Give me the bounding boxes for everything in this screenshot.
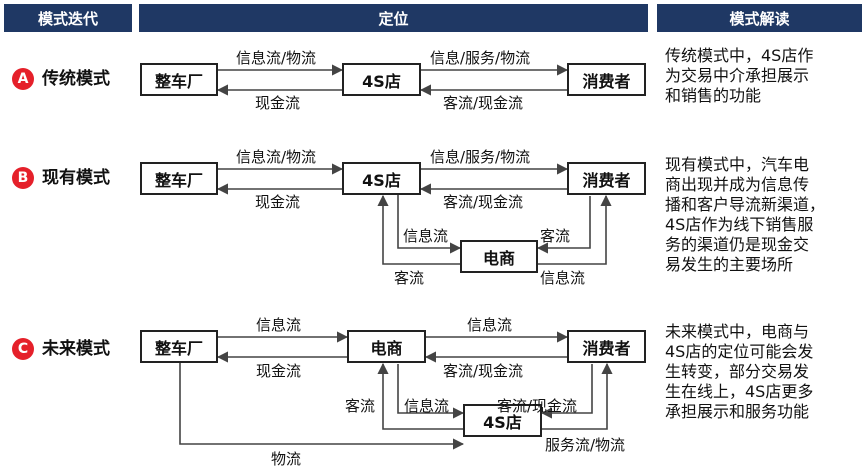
header-iteration: 模式迭代 xyxy=(4,4,132,32)
box-c-consumer: 消费者 xyxy=(567,330,646,363)
box-b-ecommerce: 电商 xyxy=(460,240,538,273)
label-a-top-right: 信息/服务/物流 xyxy=(430,49,531,67)
desc-c-line: 未来模式中，电商与 xyxy=(665,322,810,341)
arrow-b-ecommerce-consumer-info xyxy=(538,194,612,265)
arrow-b-store-ecommerce-info xyxy=(397,194,462,254)
box-a-store: 4S店 xyxy=(342,63,421,96)
arrow-c-factory-store-logistics xyxy=(179,362,465,450)
label-b-info-flow-bottom: 信息流 xyxy=(540,269,586,287)
arrow-c-store-consumer xyxy=(542,362,613,430)
desc-b-line: 易发生的主要场所 xyxy=(665,255,794,274)
label-c-top-left: 信息流 xyxy=(256,316,302,334)
box-a-factory: 整车厂 xyxy=(140,63,218,96)
label-b-customer-flow-right: 客流 xyxy=(540,227,571,245)
box-b-store: 4S店 xyxy=(342,162,421,195)
box-c-store: 4S店 xyxy=(463,404,542,437)
box-c-factory: 整车厂 xyxy=(140,330,218,363)
mode-traditional: 传统模式 xyxy=(42,69,110,89)
label-c-customer-cash-flow: 客流/现金流 xyxy=(497,397,578,415)
header-interpretation: 模式解读 xyxy=(657,4,862,32)
desc-b-line: 播和客户导流新渠道， xyxy=(665,195,826,214)
arrow-b-consumer-ecommerce-customer xyxy=(536,196,591,254)
label-a-top-left: 信息流/物流 xyxy=(236,49,317,67)
desc-c-line: 生在线上，4S店更多 xyxy=(665,382,814,401)
mode-future: 未来模式 xyxy=(42,339,110,359)
badge-a: A xyxy=(12,68,34,90)
desc-a: 传统模式中，4S店作 为交易中介承担展示 和销售的功能 xyxy=(665,46,865,106)
label-c-bottom-right: 客流/现金流 xyxy=(443,362,524,380)
desc-a-line: 传统模式中，4S店作 xyxy=(665,46,814,65)
badge-b: B xyxy=(12,167,34,189)
label-c-service-logistics: 服务流/物流 xyxy=(545,436,626,454)
label-c-bottom-left: 现金流 xyxy=(256,362,302,380)
arrow-c-store-ecommerce-customer xyxy=(377,362,463,430)
desc-c: 未来模式中，电商与 4S店的定位可能会发 生转变，部分交易发 生在线上，4S店更… xyxy=(665,322,865,422)
arrow-b-ecommerce-store-customer xyxy=(377,194,460,265)
label-a-bottom-right: 客流/现金流 xyxy=(443,94,524,112)
box-c-ecommerce: 电商 xyxy=(347,330,426,363)
label-b-top-left: 信息流/物流 xyxy=(236,148,317,166)
arrow-c-ecommerce-store-info xyxy=(397,364,465,419)
label-b-bottom-right: 客流/现金流 xyxy=(443,193,524,211)
arrow-c-consumer-store xyxy=(540,364,593,419)
desc-c-line: 4S店的定位可能会发 xyxy=(665,342,814,361)
label-a-bottom-left: 现金流 xyxy=(255,94,301,112)
box-b-factory: 整车厂 xyxy=(140,162,218,195)
label-c-customer-flow: 客流 xyxy=(345,397,376,415)
label-c-top-right: 信息流 xyxy=(467,316,513,334)
desc-c-line: 承担展示和服务功能 xyxy=(665,402,810,421)
desc-b-line: 商出现并成为信息传 xyxy=(665,175,810,194)
label-b-info-flow: 信息流 xyxy=(403,227,449,245)
label-b-bottom-left: 现金流 xyxy=(255,193,301,211)
desc-a-line: 和销售的功能 xyxy=(665,86,762,105)
desc-b-line: 4S店作为线下销售服 xyxy=(665,215,814,234)
desc-c-line: 生转变，部分交易发 xyxy=(665,362,810,381)
label-b-customer-flow-bottom: 客流 xyxy=(394,269,425,287)
label-c-info-flow: 信息流 xyxy=(404,397,450,415)
header-position: 定位 xyxy=(139,4,648,32)
box-a-consumer: 消费者 xyxy=(567,63,646,96)
desc-b-line: 务的渠道仍是现金交 xyxy=(665,235,810,254)
box-b-consumer: 消费者 xyxy=(567,162,646,195)
badge-c: C xyxy=(12,338,34,360)
label-c-logistics: 物流 xyxy=(271,450,302,468)
desc-a-line: 为交易中介承担展示 xyxy=(665,66,810,85)
desc-b: 现有模式中，汽车电 商出现并成为信息传 播和客户导流新渠道， 4S店作为线下销售… xyxy=(665,155,865,275)
label-b-top-right: 信息/服务/物流 xyxy=(430,148,531,166)
desc-b-line: 现有模式中，汽车电 xyxy=(665,155,810,174)
mode-current: 现有模式 xyxy=(42,168,110,188)
